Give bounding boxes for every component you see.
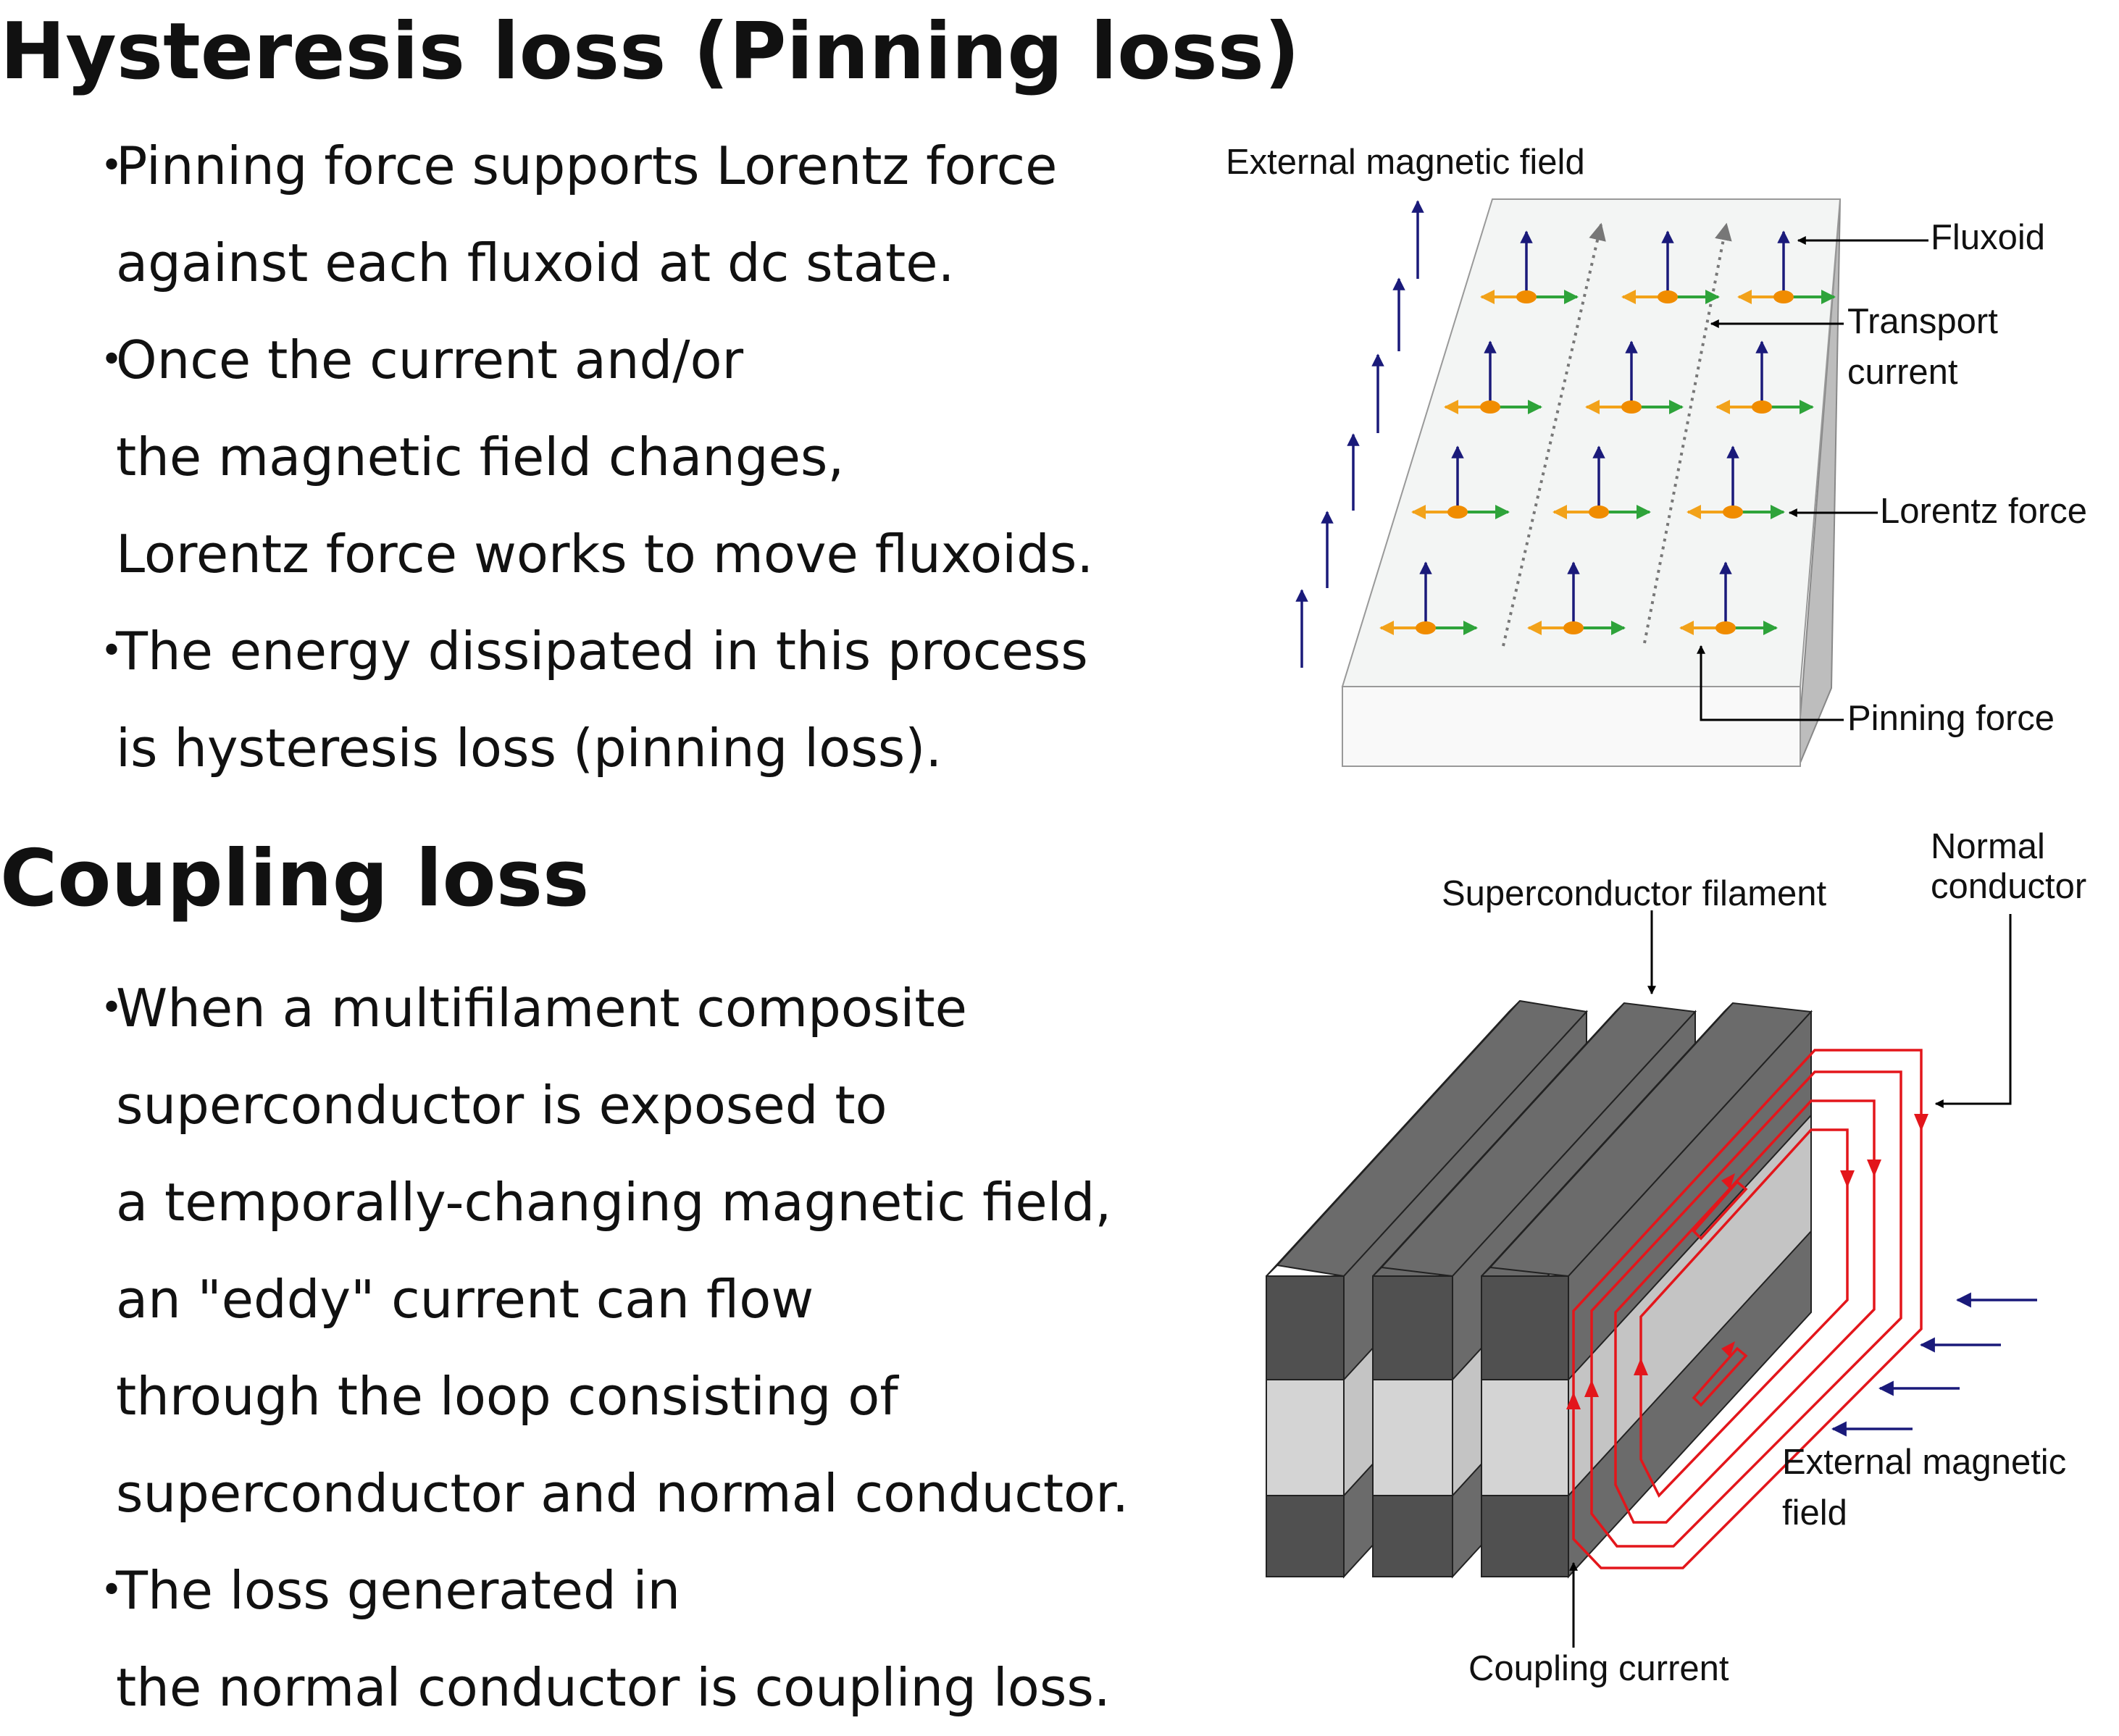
- lorentz-force-label: Lorentz force: [1880, 492, 2087, 531]
- transport-current-label: Transport: [1847, 302, 1998, 341]
- fluxoid-dot: [1480, 401, 1500, 414]
- bullet-text-line: a temporally-changing magnetic field,: [116, 1172, 1112, 1233]
- hysteresis-figure: External magnetic field Fluxoid Transpor…: [1203, 130, 2119, 782]
- fluxoid-dot: [1563, 621, 1584, 634]
- fluxoid-dot: [1723, 506, 1743, 519]
- fluxoid: [1737, 230, 1836, 304]
- fluxoid: [1411, 445, 1510, 519]
- bullet-text-line: is hysteresis loss (pinning loss).: [116, 718, 943, 779]
- external-field-label: External magnetic: [1782, 1443, 2066, 1482]
- bullet-text-line: Pinning force supports Lorentz force: [116, 135, 1058, 196]
- transport-current-label: current: [1847, 353, 1958, 392]
- bullet-item: ・ When a multifilament composite superco…: [85, 960, 1129, 1542]
- fluxoid: [1480, 230, 1579, 304]
- coupling-figure: Superconductor filament Normal conductor…: [1203, 811, 2119, 1728]
- bullet-text-line: superconductor is exposed to: [116, 1075, 887, 1136]
- fluxoid-dot: [1416, 621, 1436, 634]
- section-title-hysteresis: Hysteresis loss (Pinning loss): [0, 7, 1300, 97]
- fluxoid-pinning-diagram: External magnetic field Fluxoid Transpor…: [1226, 143, 2087, 767]
- normal-conductor-front: [1481, 1379, 1569, 1496]
- fluxoid-dot: [1447, 506, 1468, 519]
- bullet-item: ・ Pinning force supports Lorentz force a…: [85, 117, 1093, 311]
- bullet-text-line: The energy dissipated in this process: [116, 621, 1088, 682]
- external-field-label: External magnetic field: [1226, 143, 1585, 182]
- normal-conductor-front: [1266, 1379, 1345, 1496]
- bullet-text-line: superconductor and normal conductor.: [116, 1463, 1129, 1524]
- bullet-item: ・ The energy dissipated in this process …: [85, 603, 1093, 797]
- coupling-bullet-list: ・ When a multifilament composite superco…: [85, 960, 1129, 1736]
- bullet-marker: ・: [85, 135, 138, 196]
- filament-stack: [1266, 999, 1813, 1579]
- tape-front-face: [1342, 686, 1801, 767]
- normal-conductor-label: Normal: [1931, 827, 2045, 866]
- fluxoid: [1379, 561, 1478, 635]
- section-title-coupling: Coupling loss: [0, 834, 590, 924]
- fluxoid: [1687, 445, 1785, 519]
- bullet-text-line: Once the current and/or: [116, 330, 744, 390]
- coupling-current-label: Coupling current: [1468, 1649, 1729, 1688]
- fluxoid: [1679, 561, 1778, 635]
- fluxoid-dot: [1773, 290, 1794, 303]
- bullet-marker: ・: [85, 621, 138, 682]
- external-field-label: field: [1782, 1493, 1847, 1532]
- bullet-marker: ・: [85, 1560, 138, 1621]
- fluxoid: [1585, 340, 1684, 414]
- fluxoid-label: Fluxoid: [1931, 218, 2045, 257]
- bullet-text-line: When a multifilament composite: [116, 978, 967, 1039]
- pinning-force-label: Pinning force: [1847, 699, 2055, 738]
- fluxoid: [1552, 445, 1651, 519]
- bullet-text-line: against each fluxoid at dc state.: [116, 232, 955, 293]
- bullet-text-line: through the loop consisting of: [116, 1366, 898, 1427]
- filament-label: Superconductor filament: [1442, 874, 1827, 913]
- fluxoid: [1621, 230, 1720, 304]
- bullet-item: ・ The loss generated in the normal condu…: [85, 1542, 1129, 1736]
- hysteresis-bullet-list: ・ Pinning force supports Lorentz force a…: [85, 117, 1093, 797]
- bullet-marker: ・: [85, 978, 138, 1039]
- superconductor-filament: [1481, 1002, 1813, 1579]
- fluxoid-dot: [1752, 401, 1772, 414]
- coupling-current-arrowheads: [1566, 1114, 1928, 1409]
- pinning-callout-arrow: [1697, 645, 1844, 721]
- bullet-text-line: Lorentz force works to move fluxoids.: [116, 524, 1094, 584]
- bullet-text-line: the magnetic field changes,: [116, 427, 845, 487]
- transport-current-line: [1502, 222, 1606, 647]
- normal-conductor-front: [1372, 1379, 1453, 1496]
- fluxoid: [1527, 561, 1626, 635]
- fluxoid-dot: [1621, 401, 1642, 414]
- fluxoid-grid: [1379, 230, 1836, 635]
- normal-conductor-label: conductor: [1931, 867, 2086, 906]
- bullet-text-line: the normal conductor is coupling loss.: [116, 1657, 1111, 1718]
- bullet-text-line: The loss generated in: [116, 1560, 681, 1621]
- bullet-marker: ・: [85, 330, 138, 390]
- fluxoid-dot: [1658, 290, 1678, 303]
- bullet-text-line: an "eddy" current can flow: [116, 1269, 814, 1330]
- fluxoid-dot: [1715, 621, 1736, 634]
- coupling-current-loops: [1572, 1049, 1923, 1569]
- multifilament-coupling-diagram: Superconductor filament Normal conductor…: [1266, 827, 2086, 1688]
- normal-conductor-callout-arrow: [1934, 914, 2012, 1108]
- fluxoid: [1444, 340, 1542, 414]
- fluxoid-dot: [1589, 506, 1609, 519]
- fluxoid: [1715, 340, 1814, 414]
- fluxoid-dot: [1516, 290, 1537, 303]
- bullet-item: ・ Once the current and/or the magnetic f…: [85, 311, 1093, 603]
